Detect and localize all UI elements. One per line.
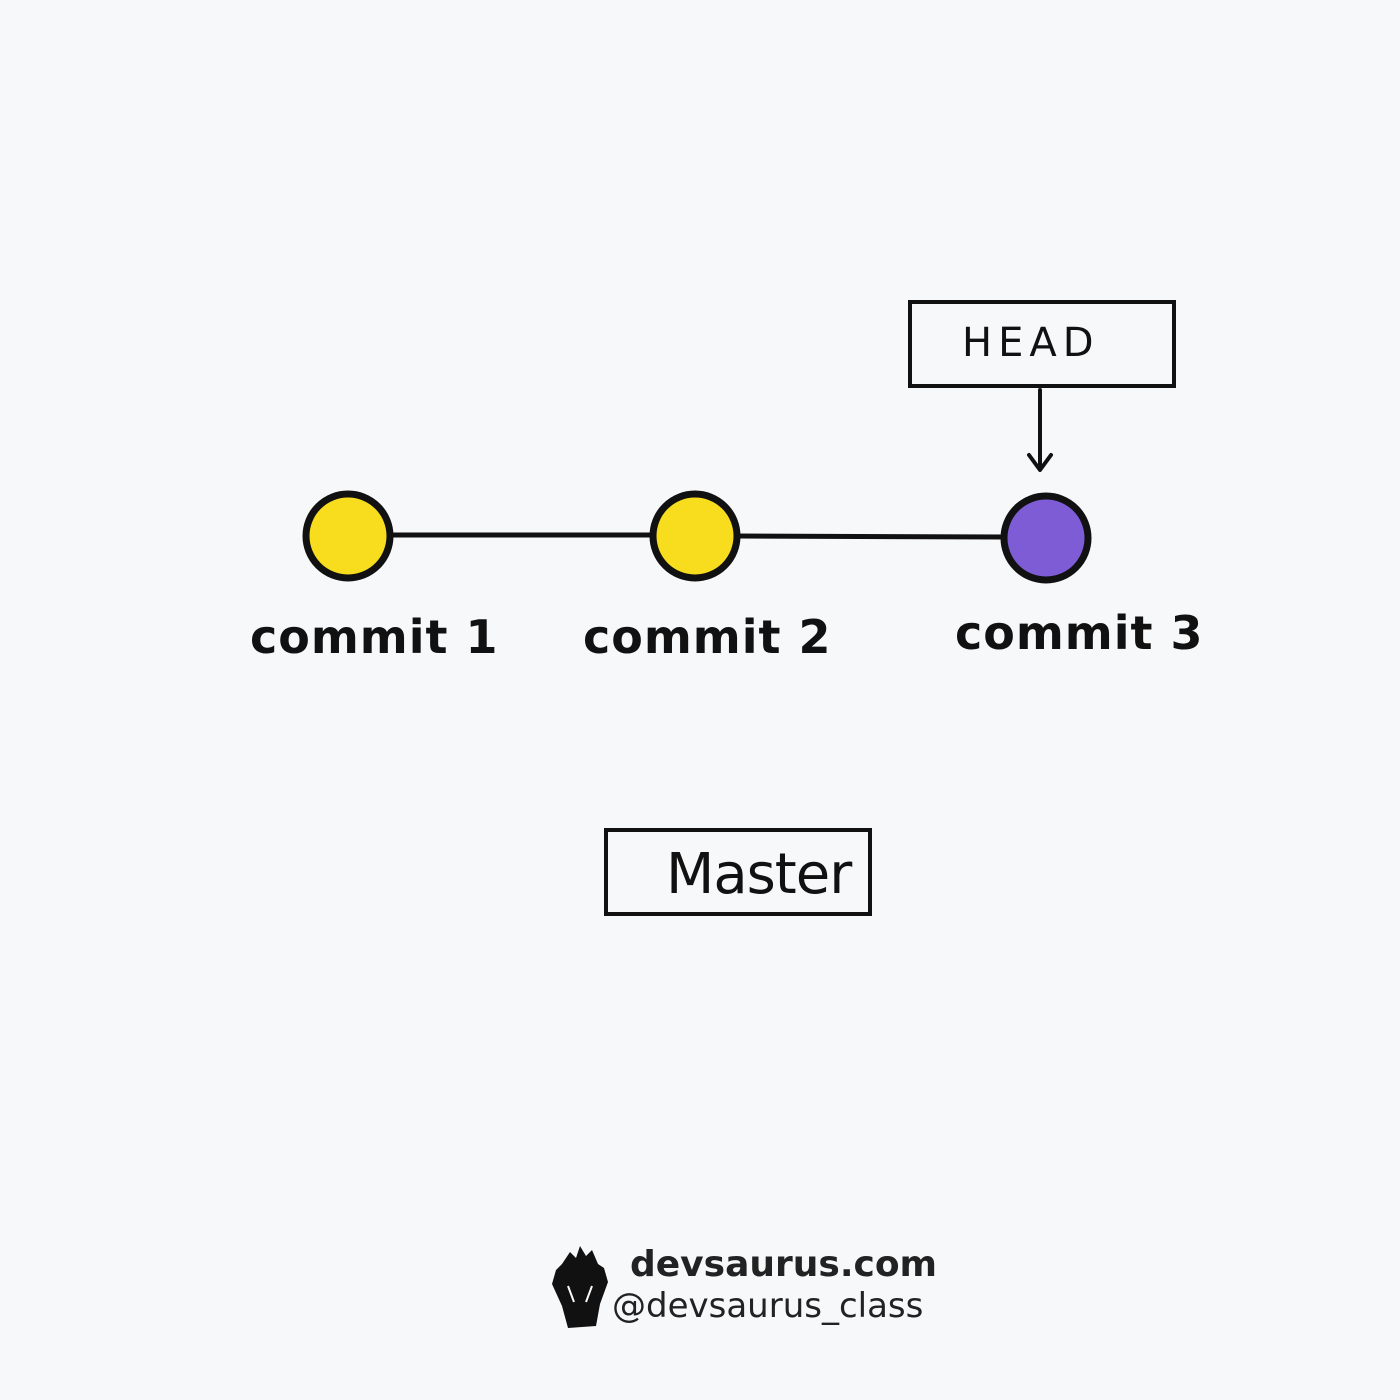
commit-label-1: commit 1	[250, 610, 499, 664]
brand-site: devsaurus.com	[630, 1244, 938, 1285]
dinosaur-head-icon	[552, 1246, 608, 1328]
head-pointer-box: HEAD	[908, 300, 1176, 388]
commit-node-3	[1000, 492, 1092, 584]
head-label: HEAD	[962, 320, 1100, 366]
brand-handle: @devsaurus_class	[612, 1286, 924, 1326]
branch-label: Master	[666, 842, 852, 907]
commit-link-2-3	[735, 533, 1007, 540]
commit-label-3: commit 3	[955, 606, 1204, 660]
commit-node-1	[302, 490, 394, 582]
branding: devsaurus.com @devsaurus_class	[548, 1240, 937, 1340]
commit-node-2	[649, 490, 741, 582]
commit-label-2: commit 2	[583, 610, 832, 664]
branch-master-box: Master	[604, 828, 872, 916]
head-arrow-tip	[1027, 453, 1053, 472]
